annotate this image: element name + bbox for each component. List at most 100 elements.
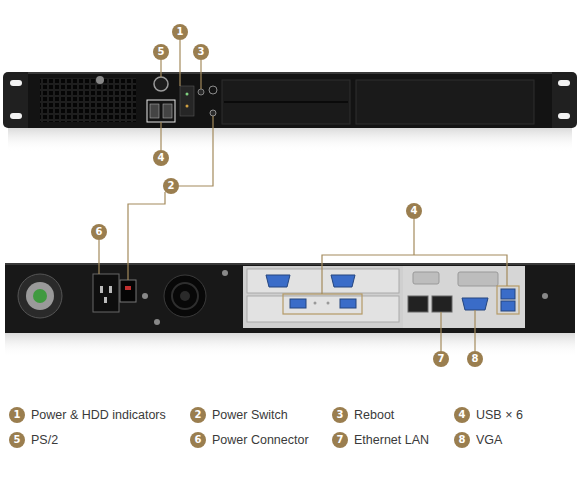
leader-line [179, 40, 180, 86]
usb-highlight [283, 294, 362, 314]
reflection [8, 128, 572, 152]
connector-pin [104, 297, 107, 303]
key-text: USB × 6 [476, 408, 523, 422]
connector-pin [100, 286, 103, 293]
key-number: 2 [190, 407, 206, 423]
screw-hole [327, 302, 330, 305]
ethernet-port [408, 296, 428, 312]
callout-number: 4 [411, 205, 418, 216]
leader-line [160, 60, 161, 77]
key-text: Ethernet LAN [354, 433, 429, 447]
screw [222, 270, 228, 276]
grille-hub [180, 291, 190, 301]
key-entry: 2 Power Switch [190, 406, 288, 424]
key-entry: 5PS/2 [9, 431, 58, 449]
power-switch [210, 110, 216, 116]
callout-number: 4 [406, 203, 422, 219]
key-entry: 3Reboot [332, 406, 394, 424]
back-chassis [5, 263, 575, 333]
leader-line [98, 240, 99, 274]
psu-fan [18, 274, 62, 318]
chassis-edge [5, 263, 575, 265]
callout-number: 1 [172, 24, 188, 40]
slot-bracket [247, 269, 399, 293]
callout-number: 2 [168, 180, 175, 191]
key-number: 8 [454, 432, 470, 448]
callout-number: 4 [158, 152, 165, 163]
callout-number: 3 [198, 46, 205, 57]
callout-number: 5 [153, 44, 169, 60]
grille-ring [172, 283, 198, 309]
callout-number: 6 [96, 226, 103, 237]
usb-port [501, 289, 515, 299]
leader-line [179, 116, 213, 186]
reflection [5, 333, 575, 357]
ear-slot [10, 80, 22, 86]
callout-number: 5 [158, 46, 165, 57]
key-entry: 8 VGA [454, 431, 502, 449]
usb-port [163, 104, 172, 118]
rocker-switch [120, 280, 136, 302]
chassis-edge [28, 72, 552, 74]
screw [96, 76, 104, 84]
leader-line [474, 310, 475, 351]
usb-port [501, 301, 515, 311]
key-entry: 4 USB × 6 [454, 406, 523, 424]
leader-line [413, 219, 414, 255]
key-entry: 6Power Connector [190, 431, 309, 449]
leader-line [160, 122, 161, 150]
callout-number: 4 [153, 150, 169, 166]
key-text: Power & HDD indicators [31, 408, 166, 422]
leader-line [128, 192, 165, 280]
slot-bracket [247, 296, 399, 322]
fan-blades [26, 282, 54, 310]
bracket [322, 255, 507, 294]
key-text: Reboot [354, 408, 394, 422]
vga-port [331, 275, 355, 287]
key-text: Power Switch [212, 408, 288, 422]
drive-bay [222, 80, 350, 124]
ps2-port [154, 77, 168, 91]
bay-slot [224, 101, 348, 103]
power-connector [93, 274, 119, 312]
usb-port [340, 299, 356, 308]
callout-number: 2 [163, 178, 179, 194]
knockout [413, 272, 439, 284]
key-number: 7 [332, 432, 348, 448]
fan-grille [164, 275, 206, 317]
air-vent [40, 78, 136, 122]
leader-line [440, 312, 441, 351]
callout-number: 7 [433, 351, 449, 367]
fan-hub [33, 289, 47, 303]
key-number: 4 [454, 407, 470, 423]
callout-number: 3 [193, 44, 209, 60]
usb-highlight [147, 100, 175, 122]
callout-number: 1 [177, 26, 184, 37]
hdd-indicator-panel [180, 86, 194, 116]
screw [142, 293, 148, 299]
ear-slot [10, 113, 22, 119]
ear-slot [558, 80, 570, 86]
vga-port [266, 275, 290, 287]
drive-bay [356, 80, 534, 124]
key-text: Power Connector [212, 433, 309, 447]
power-button [209, 86, 217, 94]
knockout [458, 272, 498, 286]
key-text: VGA [476, 433, 502, 447]
reboot-button [198, 89, 204, 95]
led [186, 105, 189, 108]
vga-port [462, 298, 488, 310]
expansion-area [243, 266, 403, 328]
screw [154, 319, 160, 325]
usb-highlight [497, 286, 519, 314]
ear-slot [558, 113, 570, 119]
usb-port [290, 299, 306, 308]
leader-lines [99, 40, 507, 351]
key-number: 5 [9, 432, 25, 448]
callout-number: 7 [438, 353, 445, 364]
callout-number: 8 [472, 353, 479, 364]
led [186, 93, 189, 96]
leader-line [200, 60, 201, 89]
